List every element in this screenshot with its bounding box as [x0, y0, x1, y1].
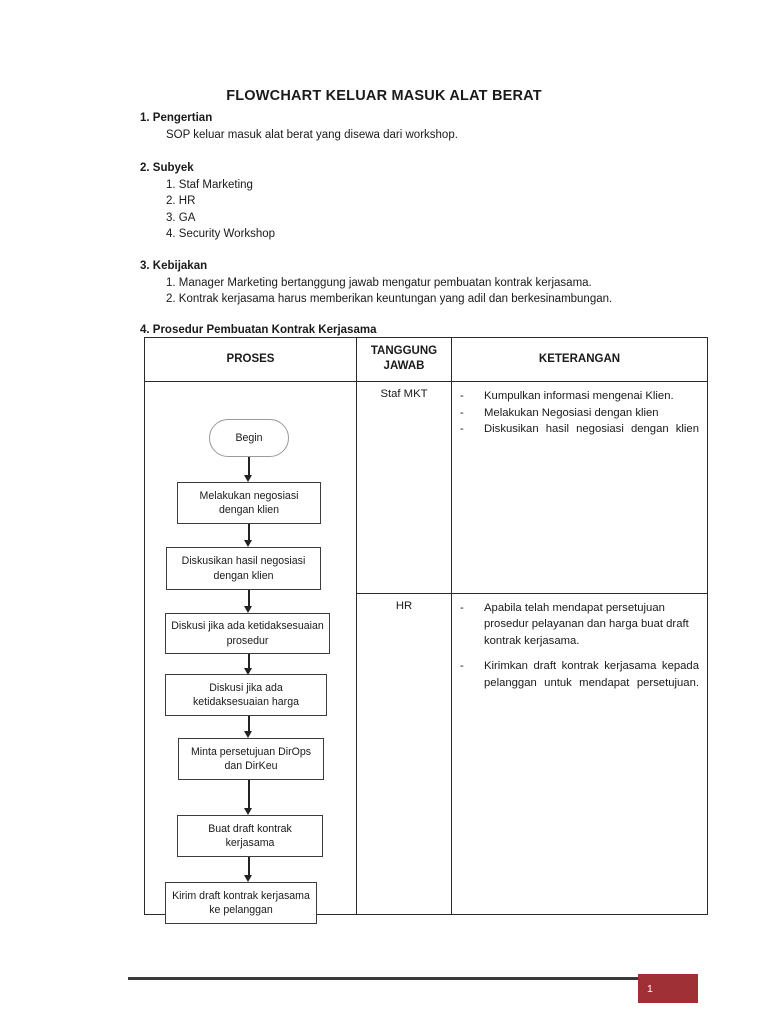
- flow-node-kirim-draft: Kirim draft kontrak kerjasama ke pelangg…: [165, 882, 317, 924]
- dash-bullet-icon: -: [460, 390, 464, 402]
- responsible-cell-hr: HR: [356, 592, 452, 916]
- section-paragraph-pengertian: SOP keluar masuk alat berat yang disewa …: [166, 129, 458, 141]
- flow-arrowhead-icon: [244, 808, 252, 815]
- flow-node-label: Diskusikan hasil negosiasi dengan klien: [181, 555, 306, 582]
- page-title: FLOWCHART KELUAR MASUK ALAT BERAT: [226, 88, 542, 104]
- column-header-keterangan: KETERANGAN: [451, 337, 708, 382]
- flow-arrowhead-icon: [244, 540, 252, 547]
- flow-node-melakukan-negosiasi: Melakukan negosiasi dengan klien: [177, 482, 321, 524]
- section-heading-kebijakan: 3. Kebijakan: [140, 260, 208, 273]
- flow-node-diskusi-prosedur: Diskusi jika ada ketidaksesuaian prosedu…: [165, 613, 330, 654]
- page-number-badge: 1: [638, 974, 698, 1003]
- flow-node-label: Kirim draft kontrak kerjasama ke pelangg…: [172, 889, 310, 917]
- note-text: Kirimkan draft kontrak kerjasama kepada …: [484, 660, 699, 689]
- flow-node-diskusi-harga: Diskusi jika ada ketidaksesuaian harga: [165, 674, 327, 716]
- list-item: 2. Kontrak kerjasama harus memberikan ke…: [166, 293, 613, 306]
- flow-node-diskusikan-hasil: Diskusikan hasil negosiasi dengan klien: [166, 547, 321, 590]
- section-heading-pengertian: 1. Pengertian: [140, 112, 213, 124]
- note-item: - Melakukan Negosiasi dengan klien: [458, 405, 699, 422]
- dash-bullet-icon: -: [460, 601, 464, 614]
- flow-connector: [248, 457, 250, 479]
- flow-connector: [248, 524, 250, 544]
- dash-bullet-icon: -: [460, 423, 464, 435]
- section-heading-prosedur: 4. Prosedur Pembuatan Kontrak Kerjasama: [140, 323, 377, 336]
- notes-cell-staf-mkt: - Kumpulkan informasi mengenai Klien. - …: [451, 381, 708, 594]
- flow-arrowhead-icon: [244, 875, 252, 882]
- flow-node-label: Begin: [235, 431, 263, 444]
- note-text: Diskusikan hasil negosiasi dengan klien: [484, 423, 699, 435]
- document-body: 1. Pengertian SOP keluar masuk alat bera…: [140, 110, 730, 339]
- procedure-table: PROSES TANGGUNG JAWAB KETERANGAN Begin: [144, 337, 708, 924]
- flowchart: Begin Melakukan negosiasi dengan klien D: [145, 382, 357, 924]
- flow-node-label: Diskusi jika ada ketidaksesuaian prosedu…: [171, 620, 324, 647]
- spacer: [140, 242, 730, 258]
- table-row: HR - Apabila telah mendapat persetujuan …: [145, 592, 708, 916]
- flowchart-cell: Begin Melakukan negosiasi dengan klien D: [144, 381, 357, 924]
- flow-connector: [248, 716, 250, 735]
- note-text: Apabila telah mendapat persetujuan prose…: [484, 601, 689, 647]
- list-item: 1. Staf Marketing: [166, 179, 253, 191]
- list-item: 2. HR: [166, 195, 196, 208]
- subyek-list: 1. Staf Marketing 2. HR 3. GA 4. Securit…: [166, 177, 730, 242]
- note-item: - Apabila telah mendapat persetujuan pro…: [458, 600, 699, 650]
- flow-arrowhead-icon: [244, 668, 252, 675]
- section-heading-subyek: 2. Subyek: [140, 162, 194, 174]
- flow-connector: [248, 590, 250, 610]
- flow-node-label: Buat draft kontrak kerjasama: [208, 822, 292, 850]
- spacer: [140, 144, 730, 160]
- note-item: - Kumpulkan informasi mengenai Klien.: [458, 388, 699, 405]
- flow-arrowhead-icon: [244, 475, 252, 482]
- flow-node-label: Minta persetujuan DirOps dan DirKeu: [190, 745, 312, 773]
- responsible-cell-staf-mkt: Staf MKT: [356, 381, 452, 594]
- footer-divider: [128, 977, 662, 980]
- column-header-tanggung-jawab: TANGGUNG JAWAB: [356, 337, 452, 382]
- flow-connector: [248, 857, 250, 879]
- spacer: [140, 308, 730, 322]
- note-text: Kumpulkan informasi mengenai Klien.: [484, 390, 674, 402]
- flow-node-buat-draft: Buat draft kontrak kerjasama: [177, 815, 323, 857]
- column-header-tanggung-jawab-line1: TANGGUNG: [370, 345, 438, 357]
- flow-node-label: Melakukan negosiasi dengan klien: [199, 489, 299, 517]
- column-header-proses: PROSES: [144, 337, 357, 382]
- list-item: 4. Security Workshop: [166, 227, 276, 240]
- table-row: Begin Melakukan negosiasi dengan klien D: [144, 381, 708, 924]
- table-header-row: PROSES TANGGUNG JAWAB KETERANGAN: [144, 337, 708, 382]
- flow-node-label: Diskusi jika ada ketidaksesuaian harga: [192, 681, 299, 709]
- notes-list: - Apabila telah mendapat persetujuan pro…: [458, 600, 699, 708]
- kebijakan-list: 1. Manager Marketing bertanggung jawab m…: [166, 275, 730, 308]
- flow-node-begin: Begin: [209, 419, 289, 457]
- note-text: Melakukan Negosiasi dengan klien: [484, 406, 659, 419]
- flow-connector: [248, 654, 250, 672]
- flow-arrowhead-icon: [244, 606, 252, 613]
- notes-cell-hr: - Apabila telah mendapat persetujuan pro…: [451, 592, 708, 916]
- column-header-tanggung-jawab-line2: JAWAB: [383, 360, 425, 372]
- flow-node-minta-persetujuan: Minta persetujuan DirOps dan DirKeu: [178, 738, 324, 780]
- note-item: - Kirimkan draft kontrak kerjasama kepad…: [458, 658, 699, 708]
- flow-connector: [248, 780, 250, 812]
- notes-list: - Kumpulkan informasi mengenai Klien. - …: [458, 388, 699, 454]
- list-item: 1. Manager Marketing bertanggung jawab m…: [166, 277, 592, 290]
- note-item: - Diskusikan hasil negosiasi dengan klie…: [458, 421, 699, 454]
- list-item: 3. GA: [166, 211, 196, 224]
- dash-bullet-icon: -: [460, 406, 464, 419]
- flow-arrowhead-icon: [244, 731, 252, 738]
- dash-bullet-icon: -: [460, 660, 464, 673]
